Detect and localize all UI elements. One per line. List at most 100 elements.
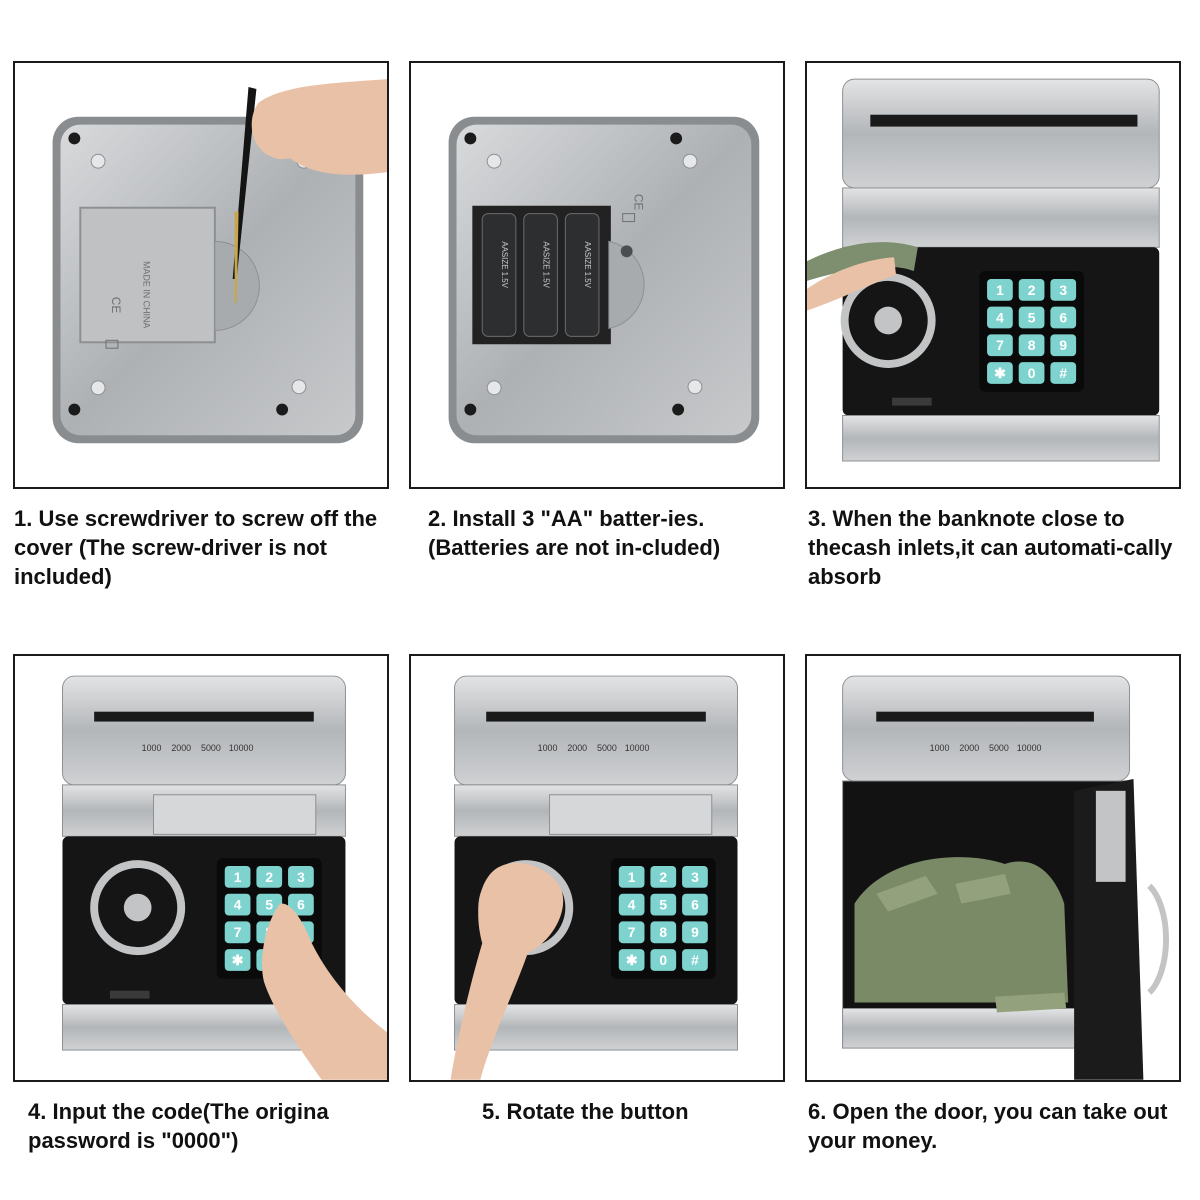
keypad-key[interactable] — [1050, 306, 1077, 329]
keypad-key-label: 7 — [234, 924, 242, 940]
keypad-key[interactable] — [224, 921, 251, 944]
corner-hole — [276, 403, 289, 416]
keypad-key[interactable] — [1050, 362, 1077, 384]
keypad-key[interactable] — [1018, 362, 1045, 384]
mechanism-window — [153, 794, 317, 835]
battery-cover — [79, 206, 216, 344]
keypad-key-label: # — [691, 952, 699, 968]
keypad-key[interactable] — [288, 893, 314, 916]
keypad-key[interactable] — [618, 949, 645, 971]
keypad-key-label: 4 — [234, 897, 242, 913]
keypad-key-label: 5 — [265, 897, 273, 913]
denomination-label: 1000 — [538, 743, 558, 753]
keypad-key-label: 8 — [659, 924, 667, 940]
keypad-key-label: 2 — [265, 869, 273, 885]
keypad-key[interactable] — [682, 949, 708, 971]
made-in-label: MADE IN CHINA — [142, 261, 152, 328]
keypad-key[interactable] — [256, 866, 283, 888]
keypad-key-label: 3 — [1059, 282, 1067, 298]
keypad-key-label: 0 — [659, 952, 667, 968]
dial-hub — [123, 893, 152, 922]
keypad-key[interactable] — [224, 866, 251, 888]
battery-icon — [564, 213, 600, 337]
keypad-key-label: 4 — [628, 897, 636, 913]
keypad-key[interactable] — [1050, 278, 1077, 301]
step-1-image: MADE IN CHINA CE — [13, 61, 389, 489]
battery-row: AASIZE 1.5V AASIZE 1.5V AASIZE 1.5V — [481, 213, 600, 337]
safe-base — [842, 414, 1160, 462]
keypad-key[interactable] — [987, 306, 1013, 329]
keypad-key-label: 3 — [691, 869, 699, 885]
denomination-label: 2000 — [171, 743, 191, 753]
keypad-key-label: 8 — [1028, 337, 1036, 353]
step-6-caption: 6. Open the door, you can take out your … — [808, 1099, 1168, 1153]
keypad-key-label: 1 — [628, 869, 636, 885]
denomination-label: 10000 — [625, 743, 650, 753]
keypad-key[interactable] — [618, 921, 645, 944]
step-1-caption: 1. Use screwdriver to screw off the cove… — [14, 506, 378, 589]
keypad-key[interactable] — [1018, 334, 1045, 357]
keypad-key[interactable] — [987, 362, 1013, 384]
battery-label: AASIZE 1.5V — [542, 241, 551, 288]
keypad-key[interactable] — [256, 893, 283, 916]
keypad-key[interactable] — [650, 866, 677, 888]
screwdriver-icon — [232, 87, 257, 279]
banknote-icon — [876, 875, 938, 912]
keypad-key[interactable] — [1050, 334, 1077, 357]
hand-icon — [262, 903, 387, 1080]
keypad-key[interactable] — [1018, 306, 1045, 329]
step-5-caption: 5. Rotate the button — [482, 1099, 689, 1124]
keypad-key[interactable] — [618, 893, 645, 916]
denomination-label: 2000 — [567, 743, 587, 753]
denomination-labels: 1000 2000 5000 10000 — [538, 743, 650, 753]
banknote-icon — [955, 873, 1011, 904]
keypad-key[interactable] — [682, 893, 708, 916]
keypad-key-label: 3 — [297, 869, 305, 885]
safe-middle — [842, 187, 1160, 248]
denomination-label: 2000 — [959, 743, 979, 753]
safe-back-battery-compartment: AASIZE 1.5V AASIZE 1.5V AASIZE 1.5V CE — [448, 116, 760, 444]
safe-back-with-screwdriver: MADE IN CHINA CE — [52, 79, 387, 444]
keypad-key[interactable] — [650, 893, 677, 916]
keypad-key[interactable] — [987, 334, 1013, 357]
keypad-key-label: ✱ — [232, 952, 244, 968]
keypad-bezel — [610, 858, 716, 979]
keypad-key[interactable] — [224, 893, 251, 916]
keypad-key[interactable] — [682, 921, 708, 944]
step-2-image: AASIZE 1.5V AASIZE 1.5V AASIZE 1.5V CE — [409, 61, 785, 489]
safe-top — [842, 78, 1160, 189]
keypad-key[interactable] — [987, 278, 1013, 301]
safe-top — [842, 675, 1131, 782]
keypad-key-label: # — [1059, 365, 1067, 381]
step-2-caption: 2. Install 3 "AA" batter-ies. (Batteries… — [428, 506, 721, 560]
keypad-key[interactable] — [1018, 278, 1045, 301]
denomination-labels: 1000 2000 5000 10000 — [930, 743, 1042, 753]
denomination-label: 10000 — [1017, 743, 1042, 753]
cash-pile-icon — [854, 857, 1069, 1003]
speaker-grille-icon — [892, 397, 932, 406]
keypad-key-label: 2 — [1028, 282, 1036, 298]
hand-icon — [807, 257, 897, 311]
denomination-label: 5000 — [597, 743, 617, 753]
keypad-key[interactable] — [618, 866, 645, 888]
step-6-image: 1000 2000 5000 10000 — [805, 654, 1181, 1082]
keypad-key[interactable] — [650, 949, 677, 971]
recycle-bin-icon — [105, 339, 119, 349]
denomination-label: 5000 — [989, 743, 1009, 753]
ce-mark: CE — [109, 297, 123, 314]
keypad-key[interactable] — [224, 949, 251, 971]
keypad-key-label: 5 — [659, 897, 667, 913]
keypad-key[interactable] — [682, 866, 708, 888]
screw-icon — [486, 153, 502, 169]
denomination-label: 1000 — [930, 743, 950, 753]
recycle-bin-icon — [622, 213, 636, 223]
keypad-key[interactable] — [288, 866, 314, 888]
keypad-key[interactable] — [650, 921, 677, 944]
keypad-key-label: 9 — [691, 924, 699, 940]
